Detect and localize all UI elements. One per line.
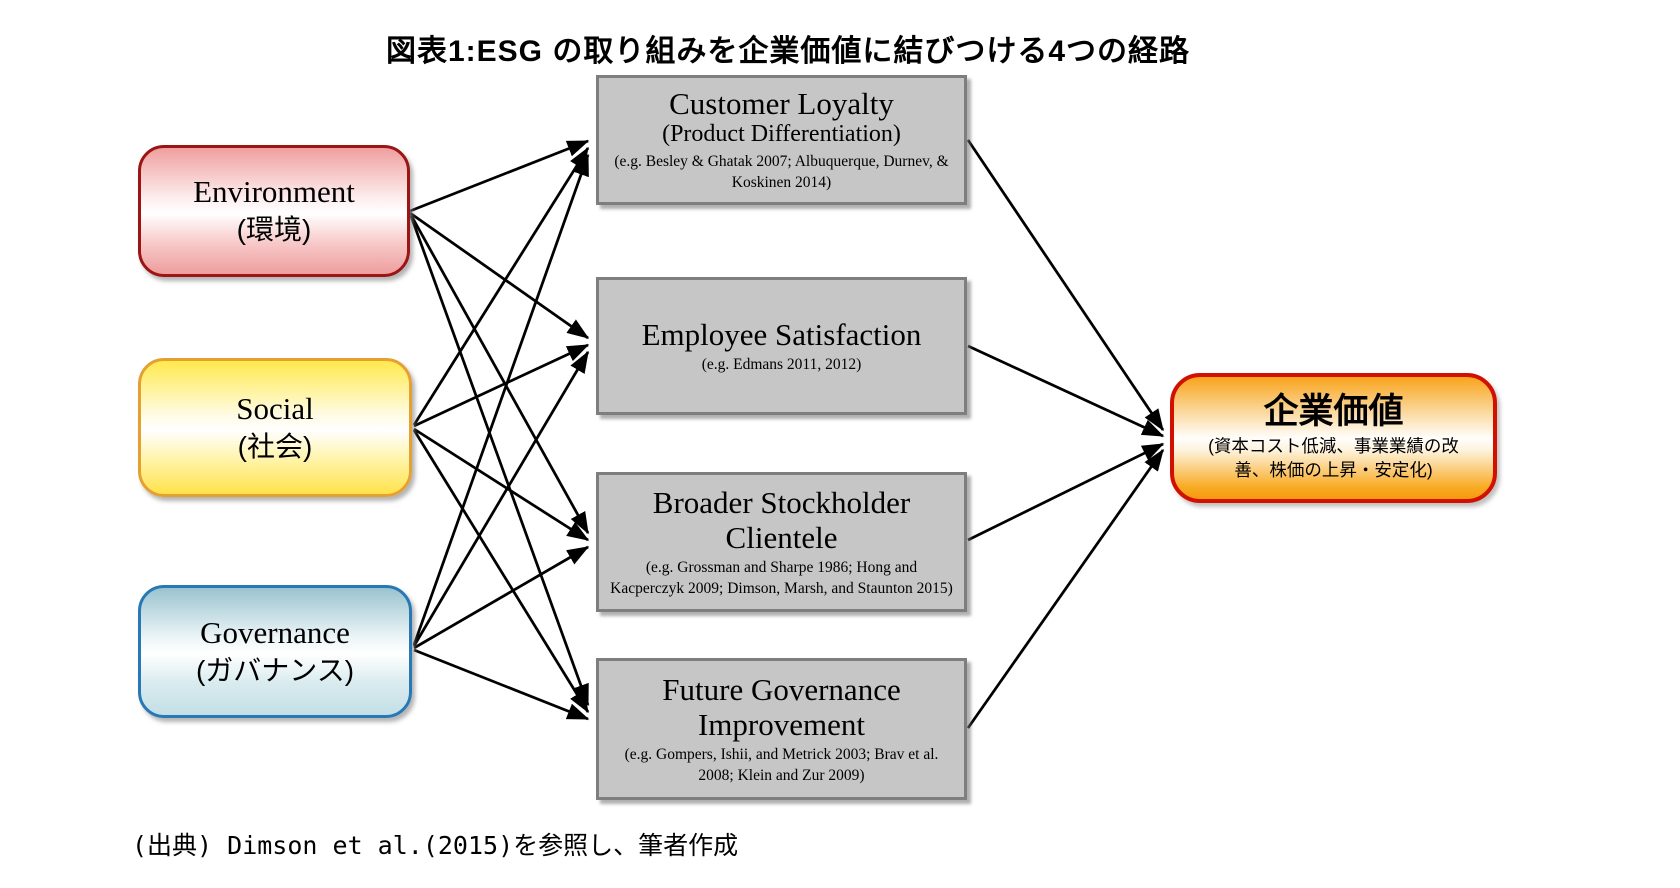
customer-loyalty-subtitle: (Product Differentiation) bbox=[662, 121, 901, 148]
arrow-governance-broader-stockholder bbox=[413, 545, 590, 650]
node-employee-satisfaction: Employee Satisfaction (e.g. Edmans 2011,… bbox=[596, 277, 967, 415]
arrow-social-employee-satisfaction bbox=[413, 343, 590, 428]
corporate-value-title: 企業価値 bbox=[1263, 392, 1404, 432]
social-label-en: Social bbox=[236, 390, 314, 426]
employee-satisfaction-title: Employee Satisfaction bbox=[641, 316, 922, 352]
node-broader-stockholder: Broader Stockholder Clientele (e.g. Gros… bbox=[596, 472, 967, 612]
arrow-social-broader-stockholder bbox=[413, 427, 590, 542]
governance-label-en: Governance bbox=[200, 614, 350, 650]
future-governance-citation: (e.g. Gompers, Ishii, and Metrick 2003; … bbox=[624, 745, 939, 784]
arrow-environment-employee-satisfaction bbox=[409, 211, 590, 340]
environment-label-ja: (環境) bbox=[236, 214, 312, 246]
node-governance: Governance (ガバナンス) bbox=[138, 585, 412, 718]
arrow-future-governance-corporate-value bbox=[966, 448, 1165, 729]
arrow-governance-customer-loyalty bbox=[412, 153, 590, 646]
customer-loyalty-citation: (e.g. Besley & Ghatak 2007; Albuquerque,… bbox=[614, 152, 949, 191]
broader-stockholder-citation: (e.g. Grossman and Sharpe 1986; Hong and… bbox=[610, 558, 953, 597]
node-corporate-value: 企業価値 (資本コスト低減、事業業績の改善、株価の上昇・安定化) bbox=[1170, 373, 1497, 503]
node-customer-loyalty: Customer Loyalty (Product Differentiatio… bbox=[596, 75, 967, 205]
arrow-social-future-governance bbox=[412, 429, 590, 714]
customer-loyalty-title: Customer Loyalty bbox=[669, 86, 894, 122]
arrow-environment-future-governance bbox=[409, 215, 590, 707]
arrow-employee-satisfaction-corporate-value bbox=[967, 344, 1165, 438]
node-social: Social (社会) bbox=[138, 358, 412, 497]
arrow-customer-loyalty-corporate-value bbox=[966, 139, 1165, 432]
arrow-social-customer-loyalty bbox=[412, 146, 590, 426]
arrow-broader-stockholder-corporate-value bbox=[967, 442, 1165, 542]
employee-satisfaction-citation: (e.g. Edmans 2011, 2012) bbox=[701, 355, 862, 373]
social-label-ja: (社会) bbox=[237, 430, 313, 462]
node-future-governance: Future Governance Improvement (e.g. Gomp… bbox=[596, 658, 967, 800]
governance-label-ja: (ガバナンス) bbox=[195, 654, 355, 686]
arrow-governance-future-governance bbox=[413, 648, 590, 721]
future-governance-title: Future Governance Improvement bbox=[662, 671, 901, 742]
corporate-value-subtitle: (資本コスト低減、事業業績の改善、株価の上昇・安定化) bbox=[1208, 435, 1459, 481]
environment-label-en: Environment bbox=[193, 174, 355, 210]
arrow-environment-customer-loyalty bbox=[409, 139, 590, 213]
arrow-environment-broader-stockholder bbox=[409, 214, 590, 535]
arrow-governance-employee-satisfaction bbox=[412, 350, 590, 647]
broader-stockholder-title: Broader Stockholder Clientele bbox=[652, 484, 911, 555]
source-note: (出典) Dimson et al.(2015)を参照し、筆者作成 bbox=[132, 831, 739, 860]
node-environment: Environment (環境) bbox=[138, 145, 410, 277]
diagram-title: 図表1:ESG の取り組みを企業価値に結びつける4つの経路 bbox=[385, 35, 1191, 68]
